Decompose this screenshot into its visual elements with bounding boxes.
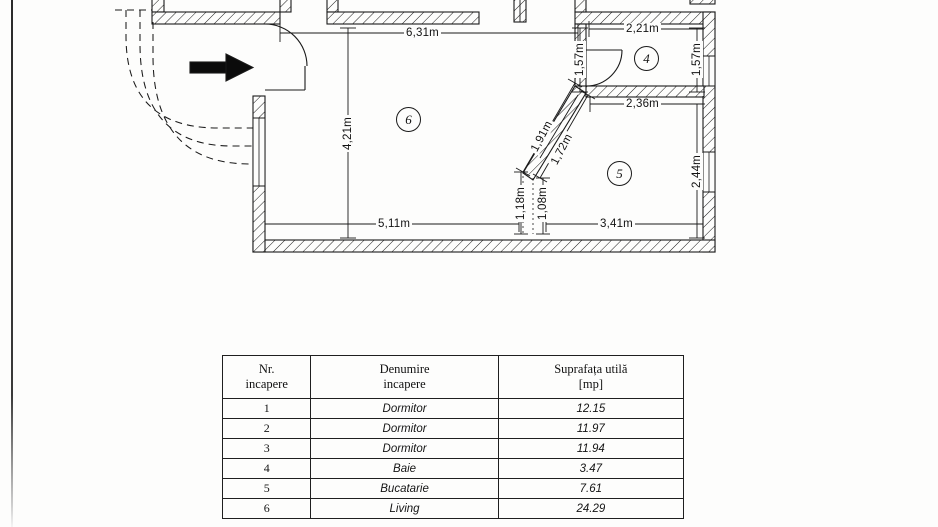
header-name-line1: Denumire [379,362,430,376]
dimension-label-5-11: 5,11m [376,218,413,230]
table-head: Nr. incapere Denumire incapere Suprafața… [221,355,685,399]
cell-area: 7.61 [497,478,685,499]
cell-nr: 6 [221,498,312,519]
dimension-label-1-57-left: 1,57m [574,41,586,78]
dimension-label-2-44: 2,44m [691,153,703,190]
cell-name: Living [310,498,499,519]
dimtick-1-72-high [580,90,596,100]
header-area-line2: [mp] [578,377,603,391]
wall-top-jamb-c [574,0,587,13]
header-area-line1: Suprafața utilă [554,362,628,376]
room-number-4: 4 [634,46,659,71]
dimension-label-1-08: 1,08m [537,185,549,222]
wall-top-jamb-a [279,0,292,13]
cell-name: Bucatarie [310,478,499,499]
table-body: 1 Dormitor 12.15 2 Dormitor 11.97 3 Dorm… [221,398,685,519]
cell-area: 11.97 [497,418,685,439]
wall-top-middle-segment [326,11,480,25]
table-row: 2 Dormitor 11.97 [221,418,685,439]
wall-top-left-segment [151,11,281,25]
terrace-dashed-outline [125,10,253,165]
page-edge-line [11,0,13,527]
cell-nr: 3 [221,438,312,459]
table-header-row: Nr. incapere Denumire incapere Suprafața… [221,355,685,399]
dimension-label-1-18: 1,18m [515,185,527,222]
floor-plan-drawing [115,0,716,253]
wall-bath-bottom [585,85,705,98]
wall-top-jamb-b [326,0,339,13]
cell-area: 3.47 [497,458,685,479]
floor-plan: 6,31m 2,21m 1,57m 1,57m 4,21m 2,36m 2,44… [115,0,716,253]
cell-nr: 2 [221,418,312,439]
diagonal-door-leaf [539,94,579,159]
cell-area: 12.15 [497,398,685,419]
cell-nr: 1 [221,398,312,419]
room-number-6: 6 [396,107,421,132]
header-name-line2: incapere [383,377,426,391]
dimension-label-1-57-right: 1,57m [691,41,703,78]
cell-name: Dormitor [310,418,499,439]
wall-top-right-corner [689,0,716,5]
table-row: 6 Living 24.29 [221,498,685,519]
dimtick-1-91-high [567,78,583,88]
dimension-label-2-36: 2,36m [624,98,661,110]
cell-name: Dormitor [310,438,499,459]
dimension-label-4-21: 4,21m [342,115,354,152]
header-nr-line2: incapere [245,377,288,391]
header-nr-line1: Nr. [258,362,275,376]
room-number-5: 5 [607,161,632,186]
header-cell-nr: Nr. incapere [221,355,312,399]
cell-name: Dormitor [310,398,499,419]
table-row: 5 Bucatarie 7.61 [221,478,685,499]
header-cell-name: Denumire incapere [310,355,499,399]
wall-outer-bottom [252,239,716,253]
door-swing-entry [264,23,308,67]
wall-top-stub-left [151,0,165,13]
cell-nr: 4 [221,458,312,479]
dimension-label-3-41: 3,41m [598,218,635,230]
cell-area: 24.29 [497,498,685,519]
table-row: 3 Dormitor 11.94 [221,438,685,459]
door-swing-bathroom [585,49,623,87]
dimension-label-2-21: 2,21m [624,23,661,35]
cell-nr: 5 [221,478,312,499]
table-row: 4 Baie 3.47 [221,458,685,479]
cell-area: 11.94 [497,438,685,459]
cell-name: Baie [310,458,499,479]
entrance-direction-arrow [189,53,255,82]
wall-outer-right [702,11,716,253]
table-row: 1 Dormitor 12.15 [221,398,685,419]
header-cell-area: Suprafața utilă [mp] [497,355,685,399]
room-schedule-table: Nr. incapere Denumire incapere Suprafața… [221,355,685,519]
dimension-label-6-31: 6,31m [404,27,441,39]
